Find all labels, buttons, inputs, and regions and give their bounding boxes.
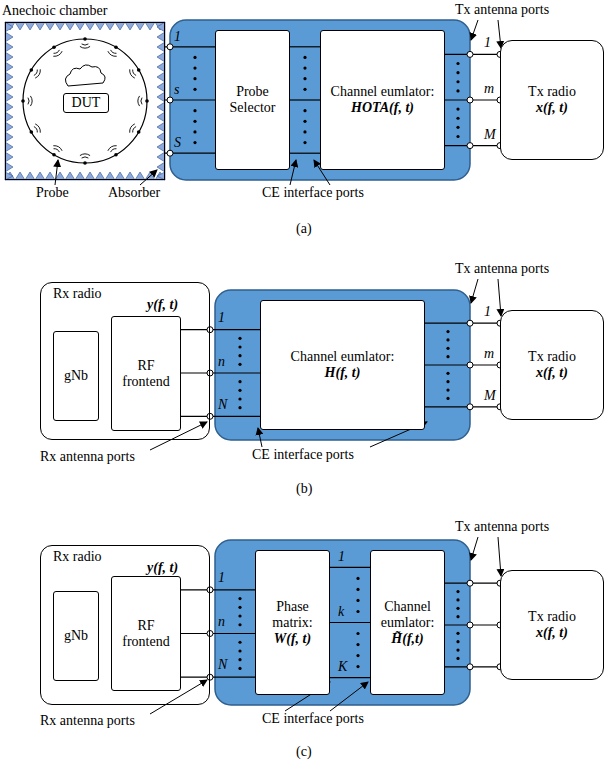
signal-label: y(f, t) (147, 297, 178, 313)
port-number: m (484, 347, 494, 361)
anechoic-chamber: Anechoic chamberDUT (5, 22, 165, 180)
probe-ring (23, 39, 147, 163)
annotation-label: Tx antenna ports (455, 3, 549, 17)
rf-frontend: RF frontend (111, 576, 181, 691)
rx-radio: Rx radio y(f, t) gNb RF frontend (40, 545, 210, 705)
phase-matrix: Phase matrix:W(f, t) (255, 550, 330, 695)
port-number: S (174, 136, 181, 150)
dut-box: DUT (63, 93, 109, 113)
tx-radio: Tx radiox(f, t) (500, 40, 604, 160)
annotation-label: Rx antenna ports (40, 714, 135, 728)
absorber-wedges (5, 22, 165, 180)
annotation-label: CE interface ports (252, 448, 354, 462)
leader-arrows (55, 20, 501, 714)
box-label: RF frontend (114, 618, 178, 650)
port-bundle (425, 320, 503, 410)
signal-label: H̃(f,t) (391, 631, 423, 647)
signal-label: x(f, t) (536, 365, 568, 381)
port-number: 1 (484, 305, 491, 319)
emulator-band (215, 540, 470, 705)
port-number: 1 (338, 550, 345, 564)
port-number: k (338, 605, 344, 619)
port-bundle (445, 580, 503, 670)
box-label: gNb (64, 628, 88, 644)
box-label: Anechoic chamber (2, 3, 107, 19)
cloud-symbol (65, 65, 105, 86)
rx-radio: Rx radio y(f, t) gNb RF frontend (40, 282, 210, 440)
port-number: M (484, 128, 496, 142)
box-label: Tx radio (528, 349, 576, 365)
port-number: n (218, 355, 225, 369)
box-label: Phase matrix: (258, 599, 327, 631)
port-bundle (165, 44, 215, 156)
port-number: K (338, 660, 347, 674)
port-number: n (218, 615, 225, 629)
port-number: 1 (218, 571, 225, 585)
port-number: m (484, 82, 494, 96)
emulator-band (170, 20, 470, 180)
annotation-label: CE interface ports (262, 712, 364, 726)
probe-symbols (21, 37, 149, 165)
annotation-label: Tx antenna ports (455, 262, 549, 276)
box-label: RF frontend (114, 358, 178, 390)
box-label: Channel eumlator: (331, 84, 435, 100)
probe-selector: Probe Selector (215, 30, 290, 170)
signal-label: W(f, t) (274, 631, 311, 647)
box-label: DUT (72, 95, 101, 111)
signal-label: H(f, t) (325, 365, 361, 381)
box-label: Rx radio (53, 286, 102, 302)
box-label: Tx radio (528, 609, 576, 625)
channel-emulator: Channel eumlator:H̃(f,t) (370, 550, 445, 695)
rf-frontend: RF frontend (111, 316, 181, 431)
channel-emulator: Channel eumlator:HOTA(f, t) (320, 30, 445, 170)
annotation-label: (a) (296, 222, 312, 236)
tx-radio: Tx radiox(f, t) (500, 310, 604, 420)
port-number: N (218, 398, 227, 412)
port-bundle (181, 327, 260, 420)
port-bundle (330, 567, 370, 677)
box-label: Channel eumlator: (373, 599, 442, 631)
port-bundle (181, 587, 255, 680)
box-label: Rx radio (53, 549, 102, 565)
box-label: Channel eumlator: (291, 349, 395, 365)
tx-radio: Tx radiox(f, t) (500, 570, 604, 680)
annotation-label: Absorber (108, 186, 160, 200)
port-number: 1 (218, 311, 225, 325)
annotation-label: CE interface ports (262, 186, 364, 200)
port-number: 1 (484, 36, 491, 50)
port-number: N (218, 658, 227, 672)
box-label: gNb (64, 368, 88, 384)
annotation-label: Rx antenna ports (40, 450, 135, 464)
box-label: Tx radio (528, 84, 576, 100)
annotation-label: (b) (296, 482, 312, 496)
gnb-box: gNb (53, 591, 99, 681)
channel-emulator: Channel eumlator:H(f, t) (260, 300, 425, 430)
annotation-label: (c) (296, 745, 312, 759)
annotation-label: Tx antenna ports (455, 520, 549, 534)
port-bundle (445, 51, 503, 148)
signal-label: y(f, t) (147, 560, 178, 576)
port-bundle (290, 47, 320, 153)
box-label: Probe Selector (218, 84, 287, 116)
signal-label: HOTA(f, t) (351, 100, 414, 116)
port-number: M (484, 389, 496, 403)
signal-label: x(f, t) (536, 625, 568, 641)
annotation-label: Probe (36, 186, 69, 200)
port-number: s (174, 83, 179, 97)
signal-label: x(f, t) (536, 100, 568, 116)
port-number: 1 (174, 30, 181, 44)
gnb-box: gNb (53, 331, 99, 421)
